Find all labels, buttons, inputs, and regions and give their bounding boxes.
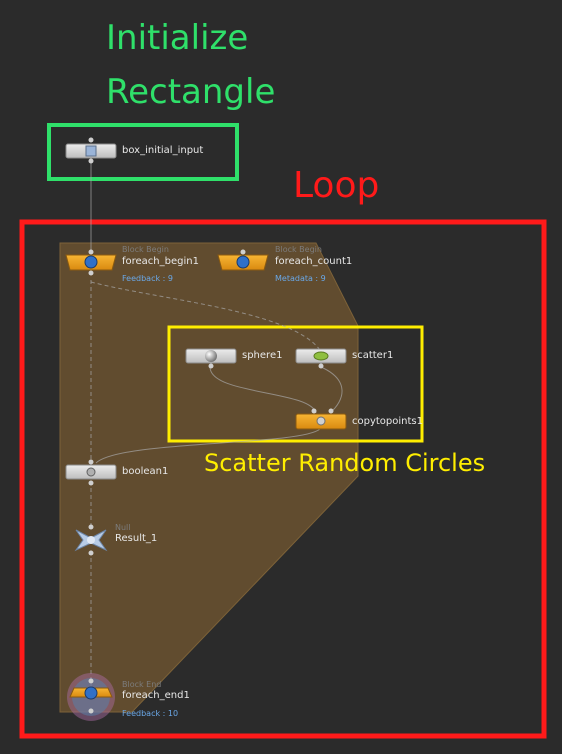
- node-type-result-1: Null: [115, 523, 131, 532]
- init-title-line2: Rectangle: [106, 72, 276, 112]
- init-annotation-box: [47, 123, 239, 181]
- wire-sphere-to-copy: [209, 366, 317, 414]
- scatter-annotation-box: [167, 325, 424, 443]
- scatter-icon: [313, 351, 329, 361]
- node-type-foreach-end1: Block End: [122, 680, 162, 689]
- wire-begin-to-scatter: [90, 281, 321, 351]
- block-begin-icon: [84, 255, 98, 269]
- node-label-sphere1: sphere1: [242, 350, 283, 361]
- node-info-foreach-count1: Metadata : 9: [275, 274, 326, 283]
- box-icon: [85, 145, 97, 157]
- sphere-icon: [205, 350, 217, 362]
- scatter-title: Scatter Random Circles: [204, 449, 486, 477]
- node-result-1[interactable]: [74, 524, 108, 556]
- foreach-block-region: [59, 242, 359, 713]
- block-begin-icon: [236, 255, 250, 269]
- node-box-initial-input[interactable]: [65, 137, 117, 164]
- node-foreach-end1[interactable]: [67, 673, 115, 721]
- node-type-foreach-begin1: Block Begin: [122, 245, 169, 254]
- node-foreach-count1[interactable]: [217, 249, 269, 271]
- node-label-copytopoints1: copytopoints1: [352, 416, 423, 427]
- wire-copy-to-boolean: [95, 428, 321, 464]
- init-title-line1: Initialize: [106, 18, 249, 58]
- node-label-foreach-begin1: foreach_begin1: [122, 256, 199, 267]
- loop-annotation-box: [19, 219, 547, 739]
- wire-scatter-to-copy: [320, 366, 343, 414]
- copy-icon: [316, 416, 326, 426]
- node-type-foreach-count1: Block Begin: [275, 245, 322, 254]
- node-label-foreach-end1: foreach_end1: [122, 690, 190, 701]
- node-boolean1[interactable]: [65, 459, 117, 486]
- node-label-box-initial-input: box_initial_input: [122, 145, 204, 156]
- node-scatter1[interactable]: [295, 348, 347, 369]
- block-end-icon: [84, 686, 98, 700]
- boolean-icon: [86, 467, 96, 477]
- node-info-foreach-end1: Feedback : 10: [122, 709, 179, 718]
- node-label-scatter1: scatter1: [352, 350, 394, 361]
- node-label-result-1: Result_1: [115, 533, 158, 544]
- node-info-foreach-begin1: Feedback : 9: [122, 274, 173, 283]
- node-sphere1[interactable]: [185, 348, 237, 369]
- node-label-foreach-count1: foreach_count1: [275, 256, 353, 267]
- loop-title: Loop: [293, 165, 380, 206]
- node-copytopoints1[interactable]: [295, 408, 347, 430]
- node-label-boolean1: boolean1: [122, 466, 169, 477]
- node-foreach-begin1[interactable]: [65, 249, 117, 276]
